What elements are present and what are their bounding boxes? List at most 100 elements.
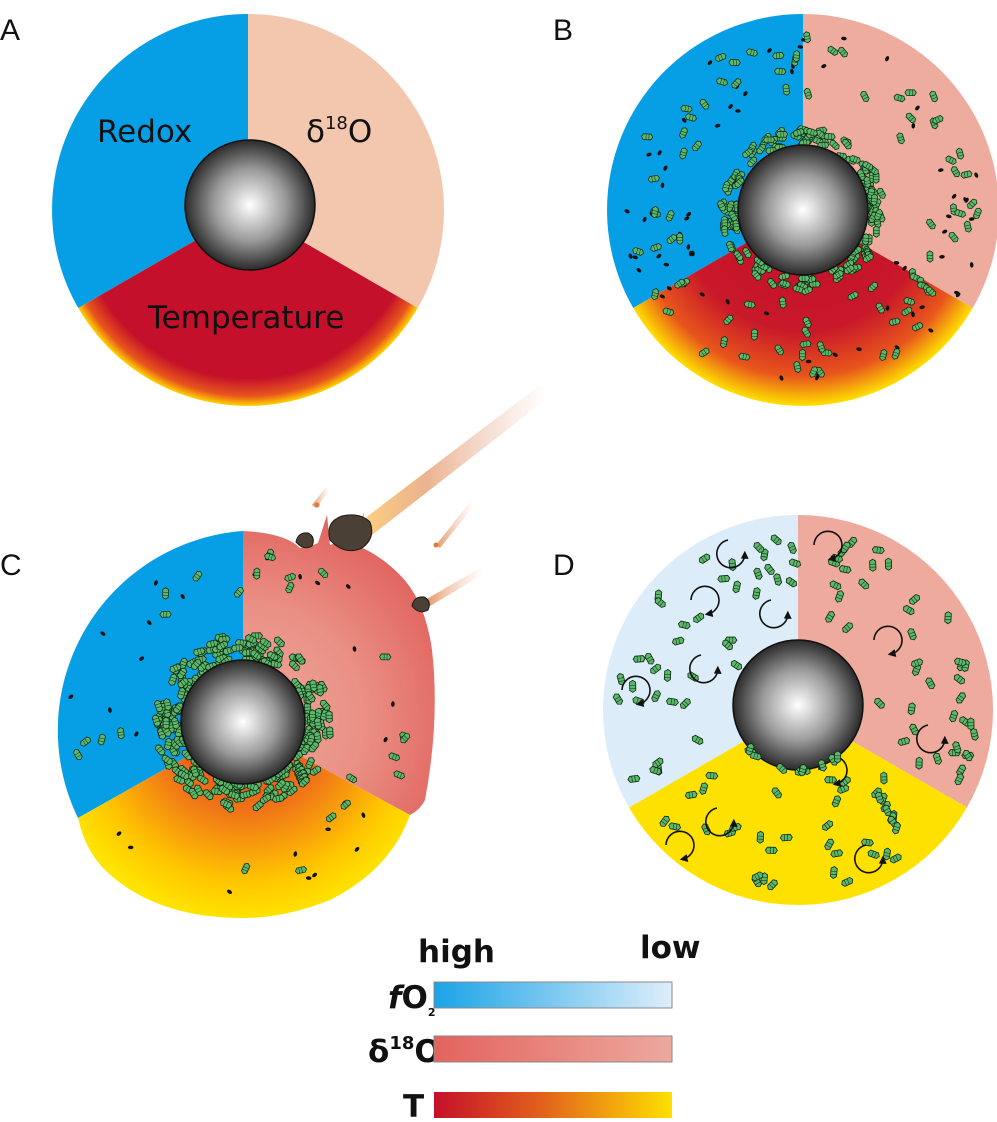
melt-speck	[911, 311, 915, 318]
crystal-icon	[253, 567, 261, 580]
crystal-icon	[159, 610, 172, 618]
melt-speck	[885, 305, 890, 311]
crystal-icon	[834, 750, 842, 764]
melt-speck	[686, 212, 692, 217]
melt-speck	[939, 254, 945, 259]
crystal-icon	[379, 653, 392, 661]
crystal-icon	[824, 776, 838, 784]
melt-speck	[832, 352, 838, 357]
melt-speck	[227, 889, 232, 895]
melt-speck	[919, 305, 925, 310]
melt-speck	[660, 182, 665, 189]
crystal-icon	[778, 296, 787, 310]
crystal-icon	[721, 224, 729, 238]
crystal-icon	[162, 716, 170, 730]
melt-speck	[345, 584, 351, 589]
melt-speck	[642, 216, 647, 223]
melt-speck	[911, 123, 916, 129]
temperature-sector	[78, 725, 410, 918]
melt-speck	[108, 707, 112, 713]
crystal-icon	[863, 175, 872, 189]
crystal-icon	[872, 225, 880, 238]
crystal-icon	[665, 697, 680, 707]
crystal-icon	[798, 339, 812, 349]
melt-speck	[902, 265, 907, 271]
crystal-icon	[926, 250, 934, 263]
melt-speck	[361, 812, 366, 818]
crystal-icon	[870, 193, 879, 207]
melt-speck	[743, 91, 748, 97]
crystal-icon	[884, 557, 893, 571]
panel-a: A Redox δ18O Temperature	[0, 14, 444, 406]
melt-speck	[938, 168, 944, 172]
core-sphere	[737, 144, 869, 276]
melt-speck	[969, 262, 974, 268]
melt-speck	[68, 694, 74, 700]
melt-speck	[684, 216, 690, 221]
melt-speck	[127, 845, 134, 850]
legend-delta18o-label: δ18O	[368, 1033, 441, 1070]
melt-speck	[315, 580, 321, 586]
crystal-icon	[161, 587, 170, 600]
convection-arrow-icon	[759, 599, 792, 629]
melt-speck	[821, 64, 827, 69]
convection-arrow-icon	[689, 654, 722, 684]
crystal-icon	[869, 558, 877, 572]
crystal-icon	[907, 701, 916, 716]
legend-low-label: low	[640, 930, 701, 966]
crystal-icon	[779, 833, 793, 842]
melt-speck	[636, 268, 642, 273]
crystal-icon	[882, 847, 892, 861]
crystal-icon	[750, 328, 759, 341]
legend-temperature-label: T	[403, 1089, 424, 1122]
crystal-icon	[871, 545, 886, 555]
melt-speck	[354, 846, 360, 852]
melt-speck	[974, 172, 979, 178]
melt-speck	[805, 359, 812, 364]
melt-speck	[139, 656, 145, 661]
melt-speck	[942, 229, 948, 234]
melt-speck	[325, 827, 331, 832]
melt-speck	[779, 375, 784, 381]
meteor-trail	[360, 385, 548, 535]
melt-speck	[100, 631, 106, 636]
melt-speck	[180, 593, 185, 600]
impactor-rocks	[295, 502, 439, 613]
crystal-icon	[823, 132, 836, 141]
temperature-label: Temperature	[147, 300, 344, 336]
convection-arrow-icon	[916, 724, 949, 754]
melt-speck	[714, 123, 721, 128]
convection-arrow-icon	[705, 807, 738, 837]
convection-arrow-icon	[621, 675, 651, 707]
melt-speck	[659, 294, 665, 299]
panel-letter-b: B	[553, 14, 573, 47]
melt-speck	[312, 872, 318, 878]
melt-speck	[946, 214, 952, 219]
crystal-icon	[798, 348, 806, 362]
melt-speck	[735, 109, 741, 113]
legend: high low fO2 δ18O T	[368, 930, 701, 1122]
crystal-icon	[764, 846, 778, 854]
crystal-icon	[679, 104, 693, 113]
temperature-sector	[633, 210, 973, 406]
melt-speck	[725, 299, 730, 305]
crystal-icon	[316, 683, 325, 697]
convection-arrow-icon	[873, 625, 903, 657]
crystal-icon	[792, 49, 801, 63]
crystal-icon	[629, 679, 637, 693]
panel-d: D	[553, 515, 994, 906]
crystal-icon	[728, 59, 741, 66]
crystal-icon	[717, 574, 731, 583]
melt-speck	[790, 68, 794, 75]
melt-speck	[305, 876, 312, 880]
melt-speck	[893, 260, 900, 265]
panel-c: C	[0, 385, 548, 918]
melt-speck	[153, 580, 158, 586]
melt-speck	[766, 48, 772, 53]
crystal-icon	[326, 726, 334, 740]
delta18o-label: δ18O	[306, 113, 372, 150]
melt-speck	[681, 117, 687, 123]
crystal-icon	[944, 611, 952, 625]
crystal-icon	[650, 205, 660, 219]
